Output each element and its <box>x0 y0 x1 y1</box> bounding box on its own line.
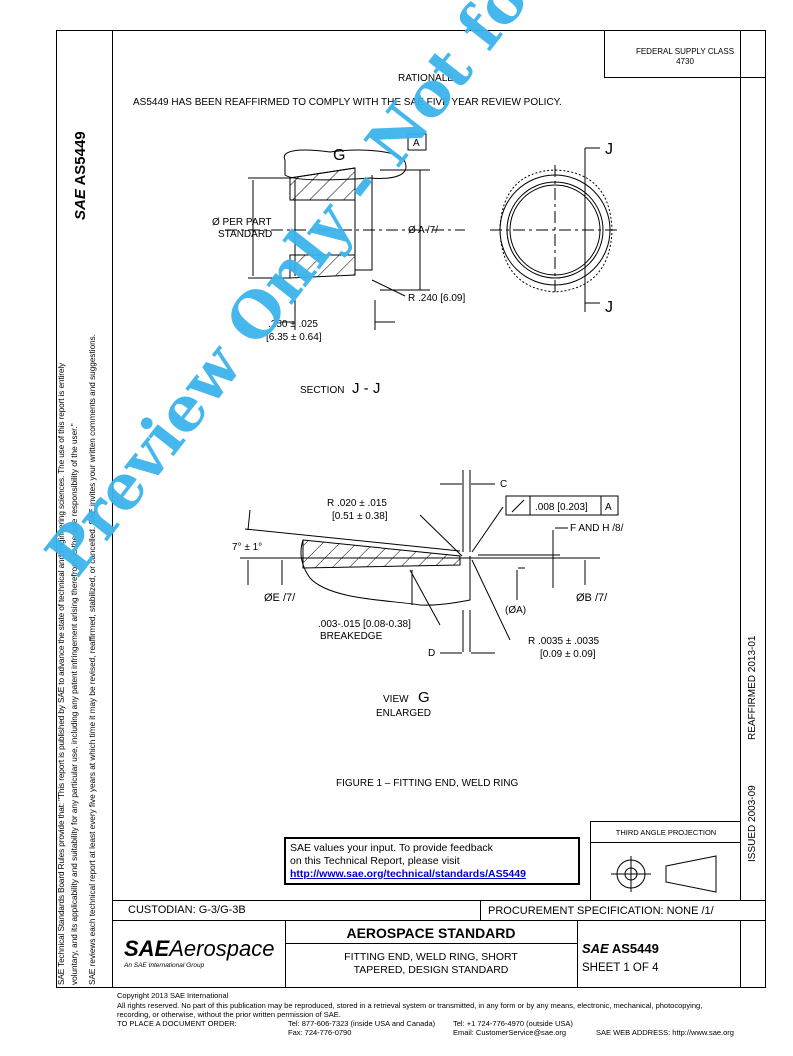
standard-type: AEROSPACE STANDARD <box>346 925 516 941</box>
procurement-spec: PROCUREMENT SPECIFICATION: NONE /1/ <box>488 905 714 917</box>
divider <box>112 30 113 988</box>
r1-mm-label: [0.51 ± 0.38] <box>332 511 388 522</box>
rights-line1: All rights reserved. No part of this pub… <box>117 1001 703 1010</box>
fax: Fax: 724-776-0790 <box>288 1028 352 1037</box>
r1-label: R .020 ± .015 <box>327 498 387 509</box>
breakedge-label: BREAKEDGE <box>320 631 383 642</box>
feedback-link[interactable]: http://www.sae.org/technical/standards/A… <box>290 868 526 880</box>
document-title-line2: TAPERED, DESIGN STANDARD <box>353 964 509 976</box>
d-label: D <box>428 648 435 659</box>
breakedge-dim: .003-.015 [0.08-0.38] <box>318 619 411 630</box>
dia-b-label: ØB /7/ <box>576 592 608 604</box>
standard-label: STANDARD <box>218 229 272 240</box>
order-label: TO PLACE A DOCUMENT ORDER: <box>117 1019 237 1028</box>
enlarged-label: ENLARGED <box>376 708 431 719</box>
rationale-text: AS5449 HAS BEEN REAFFIRMED TO COMPLY WIT… <box>133 97 562 108</box>
view-label: VIEW <box>383 694 409 705</box>
dim-label: .250 ± .025 <box>268 319 318 330</box>
view-g-label: G <box>418 689 430 706</box>
email[interactable]: Email: CustomerService@sae.org <box>453 1028 567 1037</box>
c-label: C <box>500 479 507 490</box>
document-title-line1: FITTING END, WELD RING, SHORT <box>344 951 518 963</box>
dia-e-label: ØE /7/ <box>264 592 296 604</box>
dia-a-label: Ø A /7/ <box>408 225 438 236</box>
projection-box: THIRD ANGLE PROJECTION <box>590 821 741 900</box>
section-jj-label: J - J <box>352 380 380 397</box>
section-label: SECTION <box>300 385 344 396</box>
feedback-box: SAE values your input. To provide feedba… <box>284 837 580 885</box>
rationale-title: RATIONALE <box>398 73 454 84</box>
federal-supply-class-box: FEDERAL SUPPLY CLASS 4730 <box>604 30 766 78</box>
figure-caption: FIGURE 1 – FITTING END, WELD RING <box>336 778 518 789</box>
doc-number: SAE AS5449 <box>582 941 659 956</box>
third-angle-projection-icon <box>611 855 717 893</box>
sae-aerospace-logo: SAEAerospace <box>124 936 275 961</box>
feedback-line1: SAE values your input. To provide feedba… <box>290 842 493 854</box>
projection-title: THIRD ANGLE PROJECTION <box>615 828 717 837</box>
runout-icon <box>511 499 525 513</box>
r2-label: R .0035 ± .0035 <box>528 636 600 647</box>
radius-label: R .240 [6.09] <box>408 293 465 304</box>
figure-drawing: G A J J Ø PER PART STANDARD Ø A /7/ R .2… <box>212 133 624 789</box>
label-j-top: J <box>605 141 613 158</box>
label-j-bottom: J <box>605 299 613 316</box>
logo-subtitle: An SAE International Group <box>124 962 205 969</box>
angle-label: 7° ± 1° <box>232 542 262 553</box>
r2-mm-label: [0.09 ± 0.09] <box>540 649 596 660</box>
tolerance-datum: A <box>605 502 612 513</box>
f-h-label: F AND H /8/ <box>570 523 624 534</box>
datum-a: A <box>413 138 420 149</box>
web-address[interactable]: SAE WEB ADDRESS: http://www.sae.org <box>596 1028 734 1037</box>
drawing-frame <box>56 30 766 988</box>
custodian: CUSTODIAN: G-3/G-3B <box>128 904 246 916</box>
rights-line2: recording, or otherwise, without the pri… <box>117 1010 341 1019</box>
tolerance-value: .008 [0.203] <box>535 502 588 513</box>
label-g: G <box>333 147 345 164</box>
tel-us: Tel: 877-606-7323 (inside USA and Canada… <box>288 1019 436 1028</box>
per-part-label: Ø PER PART <box>212 217 272 228</box>
tel-intl: Tel: +1 724-776-4970 (outside USA) <box>453 1019 573 1028</box>
dia-a-ref-label: (ØA) <box>505 605 526 616</box>
sheet-number: SHEET 1 OF 4 <box>582 962 659 974</box>
dim-mm-label: [6.35 ± 0.64] <box>266 332 322 343</box>
divider <box>740 30 741 900</box>
feedback-line2: on this Technical Report, please visit <box>290 855 460 867</box>
copyright: Copyright 2013 SAE International <box>117 991 229 1000</box>
